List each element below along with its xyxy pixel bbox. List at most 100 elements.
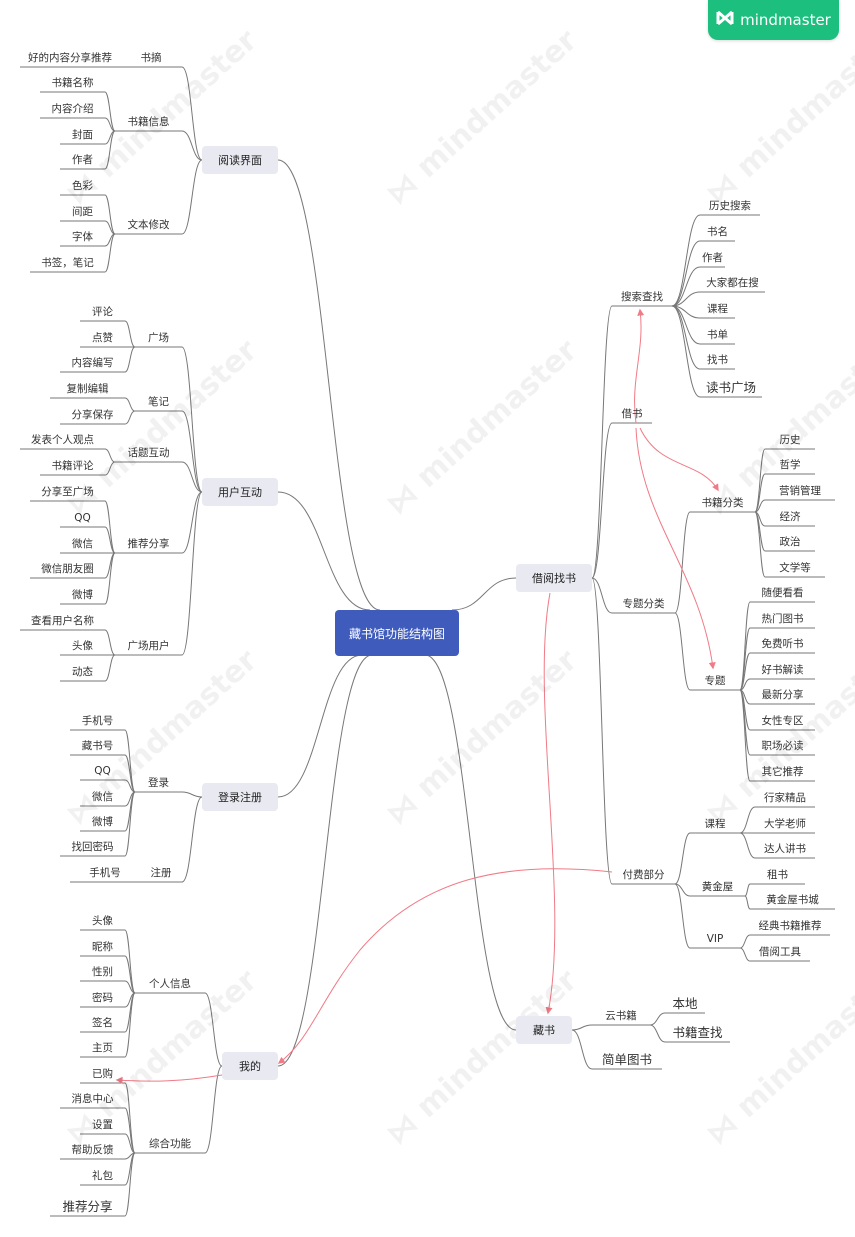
subtopic[interactable]: 云书籍 xyxy=(605,1010,637,1022)
leaf-topic[interactable]: 微信 xyxy=(92,791,113,803)
leaf-topic[interactable]: 书单 xyxy=(707,329,728,341)
leaf-topic[interactable]: QQ xyxy=(94,765,111,777)
leaf-topic[interactable]: 职场必读 xyxy=(761,740,804,752)
main-topic[interactable]: 藏书 xyxy=(516,1016,572,1044)
leaf-topic[interactable]: 课程 xyxy=(707,303,728,315)
leaf-topic[interactable]: 主页 xyxy=(92,1042,113,1054)
leaf-topic[interactable]: 已购 xyxy=(92,1068,113,1080)
leaf-topic[interactable]: 分享保存 xyxy=(71,409,114,421)
subtopic[interactable]: 登录 xyxy=(148,777,169,789)
subtopic[interactable]: 文本修改 xyxy=(127,219,170,231)
leaf-topic[interactable]: 本地 xyxy=(672,996,698,1011)
leaf-topic[interactable]: 大学老师 xyxy=(764,818,806,830)
leaf-topic[interactable]: 点赞 xyxy=(92,332,113,344)
leaf-topic[interactable]: 微博 xyxy=(72,589,93,601)
main-topic[interactable]: 阅读界面 xyxy=(202,146,278,174)
leaf-topic[interactable]: 最新分享 xyxy=(761,689,804,701)
leaf-topic[interactable]: 封面 xyxy=(72,129,93,141)
leaf-topic[interactable]: 内容介绍 xyxy=(51,103,94,115)
leaf-topic[interactable]: 头像 xyxy=(92,915,113,927)
leaf-topic[interactable]: 昵称 xyxy=(92,941,113,953)
leaf-topic[interactable]: 性别 xyxy=(92,966,113,978)
leaf-topic[interactable]: 评论 xyxy=(92,306,113,318)
leaf-topic[interactable]: 书籍名称 xyxy=(51,77,94,89)
subtopic[interactable]: 搜索查找 xyxy=(621,291,663,303)
subtopic[interactable]: 简单图书 xyxy=(601,1052,652,1067)
leaf-topic[interactable]: 签名 xyxy=(92,1017,113,1029)
leaf-topic[interactable]: 找书 xyxy=(707,354,728,366)
leaf-topic[interactable]: 作者 xyxy=(702,252,723,264)
leaf-topic[interactable]: 间距 xyxy=(72,206,93,218)
subtopic[interactable]: 借书 xyxy=(621,408,643,420)
leaf-topic[interactable]: 租书 xyxy=(767,869,788,881)
leaf-topic[interactable]: 内容编写 xyxy=(71,357,114,369)
leaf-topic[interactable]: 经济 xyxy=(779,511,801,523)
subtopic[interactable]: 书籍信息 xyxy=(127,116,170,128)
leaf-topic[interactable]: 字体 xyxy=(72,231,93,243)
root-topic[interactable]: 藏书馆功能结构图 xyxy=(335,610,459,656)
leaf-topic[interactable]: 专题 xyxy=(704,675,726,687)
leaf-topic[interactable]: 黄金屋 xyxy=(701,881,734,893)
leaf-topic[interactable]: 头像 xyxy=(72,640,93,652)
leaf-topic[interactable]: 历史 xyxy=(779,434,801,446)
leaf-topic[interactable]: 密码 xyxy=(92,992,113,1004)
leaf-topic[interactable]: 分享至广场 xyxy=(41,486,94,498)
leaf-topic[interactable]: VIP xyxy=(706,933,724,945)
subtopic[interactable]: 书摘 xyxy=(140,52,162,64)
leaf-topic[interactable]: 设置 xyxy=(92,1119,113,1131)
leaf-topic[interactable]: 女性专区 xyxy=(761,715,804,727)
subtopic[interactable]: 综合功能 xyxy=(149,1138,191,1150)
subtopic[interactable]: 个人信息 xyxy=(149,978,191,990)
leaf-topic[interactable]: 借阅工具 xyxy=(759,946,801,958)
leaf-topic[interactable]: 读书广场 xyxy=(705,380,756,395)
leaf-topic[interactable]: 免费听书 xyxy=(761,638,804,650)
leaf-topic[interactable]: 动态 xyxy=(72,666,93,678)
subtopic[interactable]: 注册 xyxy=(150,867,172,879)
leaf-topic[interactable]: 随便看看 xyxy=(761,587,804,599)
leaf-topic[interactable]: 发表个人观点 xyxy=(31,434,94,446)
subtopic[interactable]: 话题互动 xyxy=(127,447,170,459)
leaf-topic[interactable]: 行家精品 xyxy=(764,792,806,804)
leaf-topic[interactable]: 书名 xyxy=(707,226,728,238)
leaf-topic[interactable]: 政治 xyxy=(779,536,801,548)
leaf-topic[interactable]: 经典书籍推荐 xyxy=(758,920,822,932)
leaf-topic[interactable]: 营销管理 xyxy=(779,485,821,497)
leaf-topic[interactable]: 消息中心 xyxy=(71,1093,114,1105)
leaf-topic[interactable]: 好书解读 xyxy=(761,664,804,676)
leaf-topic[interactable]: 其它推荐 xyxy=(761,766,804,778)
leaf-topic[interactable]: 课程 xyxy=(704,818,726,830)
leaf-topic[interactable]: 查看用户名称 xyxy=(31,615,94,627)
leaf-topic[interactable]: 作者 xyxy=(72,154,93,166)
leaf-topic[interactable]: 手机号 xyxy=(89,867,121,879)
leaf-topic[interactable]: 书籍查找 xyxy=(672,1025,723,1040)
leaf-topic[interactable]: 书籍分类 xyxy=(701,497,744,509)
leaf-topic[interactable]: 书签，笔记 xyxy=(41,257,94,269)
leaf-topic[interactable]: 微信朋友圈 xyxy=(41,563,94,575)
leaf-topic[interactable]: 找回密码 xyxy=(71,841,114,853)
subtopic[interactable]: 广场 xyxy=(148,332,169,344)
main-topic[interactable]: 登录注册 xyxy=(202,783,278,811)
leaf-topic[interactable]: 手机号 xyxy=(81,715,114,727)
main-topic[interactable]: 借阅找书 xyxy=(516,564,592,592)
leaf-topic[interactable]: 推荐分享 xyxy=(62,1199,113,1214)
leaf-topic[interactable]: 达人讲书 xyxy=(764,843,806,855)
leaf-topic[interactable]: QQ xyxy=(74,512,91,524)
subtopic[interactable]: 笔记 xyxy=(148,396,169,408)
main-topic[interactable]: 用户互动 xyxy=(202,478,278,506)
leaf-topic[interactable]: 黄金屋书城 xyxy=(766,894,819,906)
leaf-topic[interactable]: 历史搜索 xyxy=(709,200,751,212)
leaf-topic[interactable]: 哲学 xyxy=(779,459,801,471)
subtopic[interactable]: 专题分类 xyxy=(622,598,665,610)
subtopic[interactable]: 推荐分享 xyxy=(127,538,170,550)
leaf-topic[interactable]: 藏书号 xyxy=(81,740,114,752)
leaf-topic[interactable]: 微博 xyxy=(92,816,113,828)
leaf-topic[interactable]: 大家都在搜 xyxy=(706,277,759,289)
leaf-topic[interactable]: 微信 xyxy=(72,538,93,550)
leaf-topic[interactable]: 好的内容分享推荐 xyxy=(28,52,112,64)
leaf-topic[interactable]: 礼包 xyxy=(92,1170,113,1182)
subtopic[interactable]: 广场用户 xyxy=(127,640,170,652)
main-topic[interactable]: 我的 xyxy=(222,1052,278,1080)
subtopic[interactable]: 付费部分 xyxy=(622,869,665,881)
leaf-topic[interactable]: 帮助反馈 xyxy=(71,1144,114,1156)
leaf-topic[interactable]: 热门图书 xyxy=(761,613,804,625)
